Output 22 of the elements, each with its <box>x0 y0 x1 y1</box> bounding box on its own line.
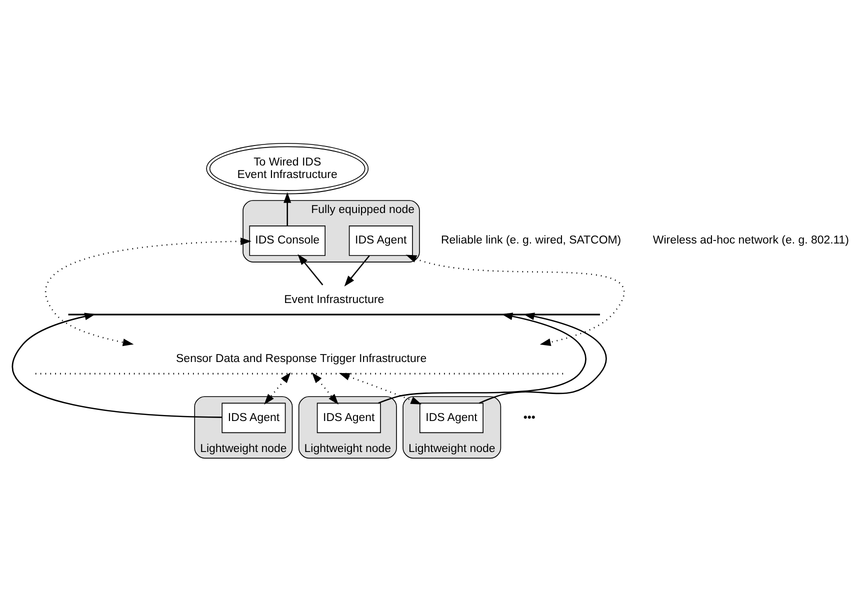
node-text: Sensor Data and Response Trigger Infrastructure <box>176 352 427 364</box>
node-ellipse: To Wired IDS Event Infrastructure <box>206 142 369 194</box>
node-box: IDS Agent <box>222 402 286 433</box>
node-box: IDS Agent <box>316 402 381 433</box>
arrow <box>406 254 624 346</box>
arrow <box>338 372 422 404</box>
arrow <box>284 192 292 226</box>
arrow <box>12 312 222 418</box>
node-box: IDS Agent <box>348 225 413 256</box>
node-text: Event Infrastructure <box>284 293 384 306</box>
arrow <box>312 372 339 404</box>
arrow <box>264 372 291 404</box>
label: Reliable link (e. g. wired, SATCOM) <box>440 234 622 246</box>
arrow <box>378 312 586 404</box>
label: ••• <box>523 411 536 424</box>
arrow <box>298 254 324 285</box>
arrow <box>478 312 607 404</box>
arrow <box>344 254 370 286</box>
node-box: IDS Console <box>249 225 326 256</box>
arrow <box>46 237 252 346</box>
node-box: IDS Agent <box>419 402 484 433</box>
label: Wireless ad-hoc network (e. g. 802.11) <box>652 234 850 246</box>
